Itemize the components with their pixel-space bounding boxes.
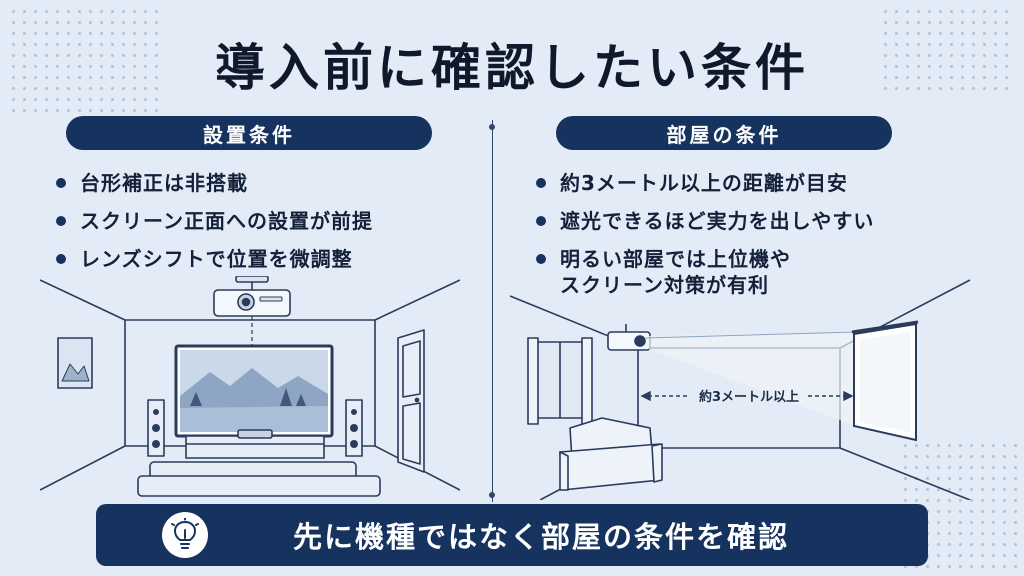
list-item: 台形補正は非搭載 (54, 170, 474, 196)
list-item-text: 遮光できるほど実力を出しやすい (560, 209, 875, 233)
distance-indicator (640, 390, 854, 402)
distance-label: 約3メートル以上 (699, 389, 799, 405)
list-item: 遮光できるほど実力を出しやすい (534, 208, 994, 234)
room-conditions-list: 約3メートル以上の距離が目安 遮光できるほど実力を出しやすい 明るい部屋では上位… (534, 170, 994, 298)
projection-screen (174, 344, 334, 438)
ceiling-projector-icon (607, 324, 651, 351)
conclusion-text: 先に機種ではなく部屋の条件を確認 (292, 520, 789, 554)
room-distance-illustration: 約3メートル以上 (510, 279, 971, 500)
list-item-text: スクリーン正面への設置が前提 (80, 209, 373, 233)
list-item: スクリーン正面への設置が前提 (54, 208, 474, 234)
divider-dot-top (489, 124, 495, 130)
list-item-text: レンズシフトで位置を微調整 (80, 247, 353, 271)
dot-pattern-top-left (8, 6, 158, 116)
page-title: 導入前に確認したい条件 (215, 39, 809, 97)
lightbulb-icon (162, 512, 208, 558)
divider-dot-bottom (489, 492, 495, 498)
installation-conditions-list: 台形補正は非搭載 スクリーン正面への設置が前提 レンズシフトで位置を微調整 (54, 170, 474, 284)
list-item-text-continued: スクリーン対策が有利 (560, 273, 769, 297)
list-item-text: 台形補正は非搭載 (80, 171, 248, 195)
list-item: 明るい部屋では上位機やスクリーン対策が有利 (534, 246, 994, 298)
sofa-icon (559, 417, 663, 491)
bullet-icon (56, 254, 66, 264)
dot-pattern-top-right (880, 6, 1010, 96)
bullet-icon (536, 254, 546, 264)
list-item-text: 明るい部屋では上位機や (560, 247, 791, 271)
conclusion-banner: 先に機種ではなく部屋の条件を確認 (96, 504, 928, 566)
projector-icon (213, 276, 291, 317)
bullet-icon (536, 178, 546, 188)
list-item: 約3メートル以上の距離が目安 (534, 170, 994, 196)
wall-screen (851, 320, 919, 442)
heading-room: 部屋の条件 (556, 116, 892, 150)
heading-installation: 設置条件 (66, 116, 432, 150)
bullet-icon (536, 216, 546, 226)
list-item-text: 約3メートル以上の距離が目安 (560, 171, 848, 195)
column-divider (492, 120, 493, 502)
living-room-illustration (40, 276, 460, 497)
bullet-icon (56, 216, 66, 226)
bullet-icon (56, 178, 66, 188)
list-item: レンズシフトで位置を微調整 (54, 246, 474, 272)
